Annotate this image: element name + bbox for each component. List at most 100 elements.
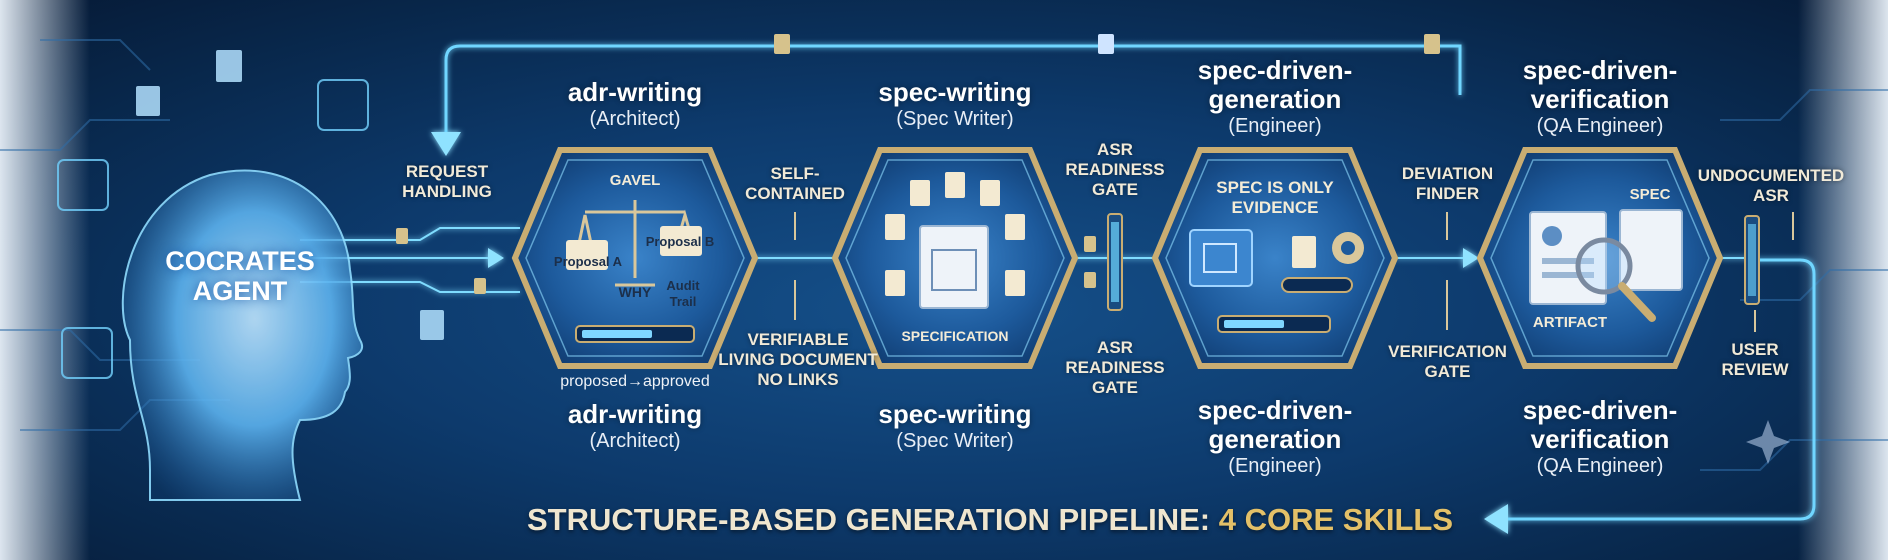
verifiable-line-3: NO LINKS <box>757 370 839 389</box>
label-connectors <box>794 212 1794 332</box>
skill-name-2: verification <box>1530 424 1670 454</box>
skill-name-1: spec-driven- <box>1522 55 1678 85</box>
agent-line-2: AGENT <box>192 276 288 306</box>
user-review-label: USER REVIEW <box>1705 340 1805 380</box>
review-line-2: REVIEW <box>1721 360 1789 379</box>
asr-bot-line-3: GATE <box>1092 378 1138 397</box>
agent-head <box>121 169 364 501</box>
verifiable-line-2: LIVING DOCUMENT <box>718 350 878 369</box>
proposal-b-label: Proposal B <box>645 234 715 249</box>
skill-spec-writing-bottom: spec-writing (Spec Writer) <box>835 400 1075 453</box>
asr-top-line-3: GATE <box>1092 180 1138 199</box>
progress-bar-adr <box>575 325 695 343</box>
skill-name-2: generation <box>1208 424 1342 454</box>
self-contained-label: SELF- CONTAINED <box>735 164 855 204</box>
skill-verification-top: spec-driven- verification (QA Engineer) <box>1480 56 1720 138</box>
undoc-line-1: UNDOCUMENTED <box>1697 166 1845 185</box>
skill-role: (Architect) <box>589 430 681 452</box>
side-doc-icons <box>136 50 444 340</box>
proposal-a-label: Proposal A <box>553 254 623 269</box>
specification-label: SPECIFICATION <box>901 328 1009 344</box>
undocumented-asr-label: UNDOCUMENTED ASR <box>1688 166 1854 206</box>
skill-name: spec-writing <box>878 399 1032 429</box>
verification-gate-label: VERIFICATION GATE <box>1375 342 1520 382</box>
verification-line-1: VERIFICATION <box>1388 342 1507 361</box>
specification-doc <box>919 225 989 309</box>
side-icon-boxes <box>57 79 369 379</box>
undoc-line-2: ASR <box>1753 186 1789 205</box>
audit-label: Audit Trail <box>666 278 700 309</box>
deviation-line-2: FINDER <box>1415 184 1480 203</box>
request-line-2: HANDLING <box>402 182 492 201</box>
skill-verification-bottom: spec-driven- verification (QA Engineer) <box>1480 396 1720 478</box>
artifact-doc <box>1529 211 1607 305</box>
agent-line-1: COCRATES <box>165 246 315 276</box>
pipeline-title: STRUCTURE-BASED GENERATION PIPELINE: 4 C… <box>500 502 1480 538</box>
progress-bar-generation <box>1217 315 1331 333</box>
request-line-1: REQUEST <box>405 162 489 181</box>
skill-name-2: verification <box>1530 84 1670 114</box>
skill-role: (QA Engineer) <box>1536 115 1664 137</box>
skill-name: adr-writing <box>567 399 703 429</box>
skill-name-1: spec-driven- <box>1197 395 1353 425</box>
self-line-1: SELF- <box>770 164 820 183</box>
why-label: WHY <box>618 284 652 300</box>
spec-evidence-label: SPEC IS ONLY EVIDENCE <box>1200 178 1350 218</box>
adr-caption: proposed→approved <box>560 373 710 390</box>
skill-role: (QA Engineer) <box>1536 455 1664 477</box>
user-review-gate-bar <box>1744 215 1760 305</box>
asr-readiness-gate-top: ASR READINESS GATE <box>1060 140 1170 200</box>
skill-name: adr-writing <box>567 77 703 107</box>
sparkle-icon <box>1746 420 1790 464</box>
asr-top-line-2: READINESS <box>1065 160 1165 179</box>
asr-readiness-gate-bottom: ASR READINESS GATE <box>1060 338 1170 398</box>
skill-spec-writing-top: spec-writing (Spec Writer) <box>835 78 1075 131</box>
verifiable-line-1: VERIFIABLE <box>747 330 849 349</box>
conveyor-icon <box>1281 236 1353 293</box>
request-handling-label: REQUEST HANDLING <box>392 162 502 202</box>
artifact-label: ARTIFACT <box>1532 314 1608 331</box>
left-edge-fade <box>0 0 90 560</box>
verification-line-2: GATE <box>1424 362 1471 381</box>
asr-top-line-1: ASR <box>1097 140 1133 159</box>
blueprint-icon <box>1189 229 1253 287</box>
feedback-loop-right <box>1484 258 1816 534</box>
skill-name-1: spec-driven- <box>1197 55 1353 85</box>
skill-adr-writing-bottom: adr-writing (Architect) <box>515 400 755 453</box>
asr-gate-bar <box>1107 213 1123 311</box>
review-line-1: USER <box>1731 340 1779 359</box>
hex-spec-driven-generation <box>1151 147 1399 369</box>
skill-generation-bottom: spec-driven- generation (Engineer) <box>1155 396 1395 478</box>
spec-doc-small <box>1619 209 1683 291</box>
verifiable-label: VERIFIABLE LIVING DOCUMENT NO LINKS <box>718 330 878 390</box>
spec-input-docs <box>885 172 1025 296</box>
document-icons <box>396 34 1440 294</box>
skill-adr-writing-top: adr-writing (Architect) <box>515 78 755 131</box>
spec-evidence-line-1: SPEC IS ONLY <box>1216 178 1334 197</box>
asr-bot-line-1: ASR <box>1097 338 1133 357</box>
agent-label: COCRATES AGENT <box>150 246 330 306</box>
pipeline-title-highlight: 4 CORE SKILLS <box>1218 502 1454 537</box>
skill-name-1: spec-driven- <box>1522 395 1678 425</box>
spec-small-label: SPEC <box>1629 186 1671 203</box>
gavel-label: GAVEL <box>609 172 661 189</box>
deviation-line-1: DEVIATION <box>1401 164 1494 183</box>
skill-name: spec-writing <box>878 77 1032 107</box>
skill-role: (Spec Writer) <box>896 430 1014 452</box>
gear-icon <box>1332 232 1364 264</box>
skill-role: (Engineer) <box>1228 115 1322 137</box>
pipeline-title-main: STRUCTURE-BASED GENERATION PIPELINE: <box>526 502 1211 537</box>
skill-name-2: generation <box>1208 84 1342 114</box>
proposal-docs <box>566 226 702 270</box>
skill-role: (Engineer) <box>1228 455 1322 477</box>
magnifier-icon <box>1575 237 1656 322</box>
spec-evidence-line-2: EVIDENCE <box>1231 198 1319 217</box>
skill-role: (Spec Writer) <box>896 108 1014 130</box>
self-line-2: CONTAINED <box>745 184 845 203</box>
skill-role: (Architect) <box>589 108 681 130</box>
feedback-loop-top <box>431 44 1462 156</box>
deviation-finder-label: DEVIATION FINDER <box>1390 164 1505 204</box>
asr-bot-line-2: READINESS <box>1065 358 1165 377</box>
